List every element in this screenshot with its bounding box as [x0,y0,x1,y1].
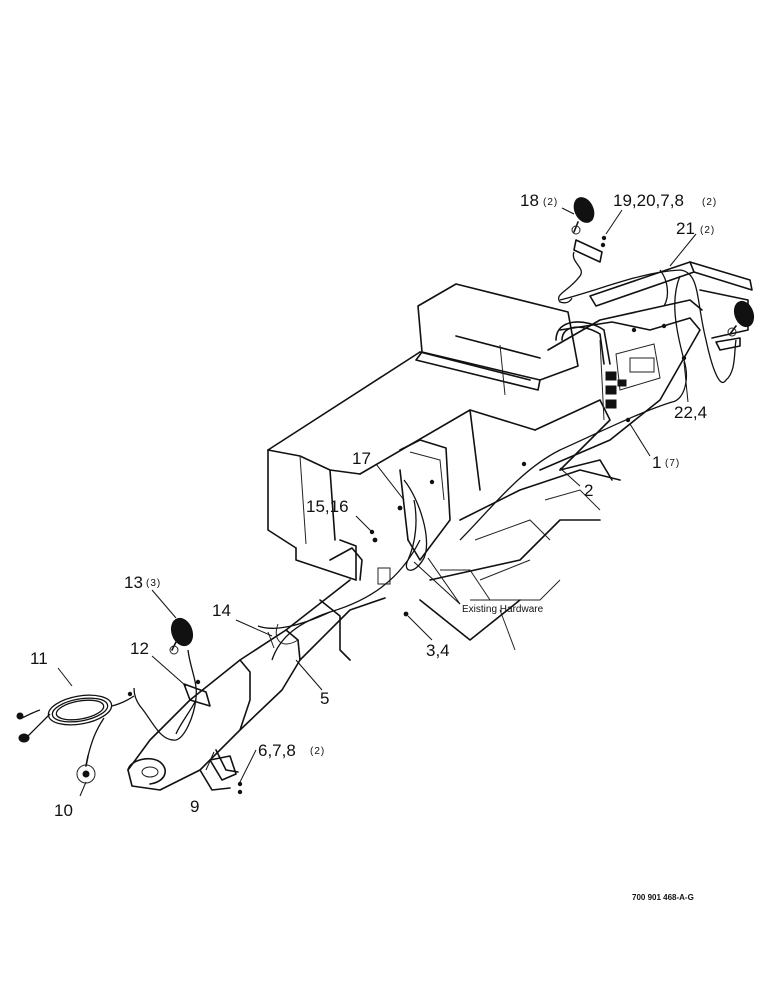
callout-6-number: 6,7,8 [258,741,296,760]
lamp-right [727,300,755,337]
callout-1: 1 (7) [652,453,680,472]
callout-9: 9 [190,797,199,816]
callout-2: 2 [584,481,593,500]
callout-11: 11 [30,649,48,668]
hardware-dots [127,235,687,795]
callout-15: 15,16 [306,497,349,516]
callout-6: 6,7,8 (2) [258,741,325,760]
callout-1-number: 1 [652,453,661,472]
lamp-13 [169,617,194,655]
callout-5: 5 [320,689,329,708]
wire-harness [16,251,737,784]
callout-1-qty: (7) [665,458,680,469]
existing-hardware-note: Existing Hardware [462,604,544,615]
callout-12: 12 [130,639,149,658]
callout-6-qty: (2) [310,746,325,757]
callout-19-number: 19,20,7,8 [613,191,684,210]
callout-3: 3,4 [426,641,450,660]
hitch-tongue [127,547,386,791]
callout-13-number: 13 [124,573,143,592]
callout-18-number: 18 [520,191,539,210]
lamp-bracket-18 [573,239,603,263]
callout-19-qty: (2) [702,197,717,208]
callout-21-qty: (2) [700,225,715,236]
baler-body [267,261,753,651]
callout-18-qty: (2) [543,197,558,208]
callout-18: 18 (2) [520,191,558,210]
callout-13: 13 (3) [124,573,161,592]
callout-19: 19,20,7,8 (2) [613,191,717,210]
lamp-18 [571,197,595,235]
callout-21-number: 21 [676,219,695,238]
drawing-number: 700 901 468-A-G [632,893,694,902]
leader-lines [57,207,697,797]
callout-17: 17 [352,449,371,468]
callout-13-qty: (3) [146,578,161,589]
callout-22: 22,4 [674,403,707,422]
lamp-bracket-right [715,337,741,351]
callout-14: 14 [212,601,231,620]
callout-10: 10 [54,801,73,820]
callout-21: 21 (2) [676,219,715,238]
